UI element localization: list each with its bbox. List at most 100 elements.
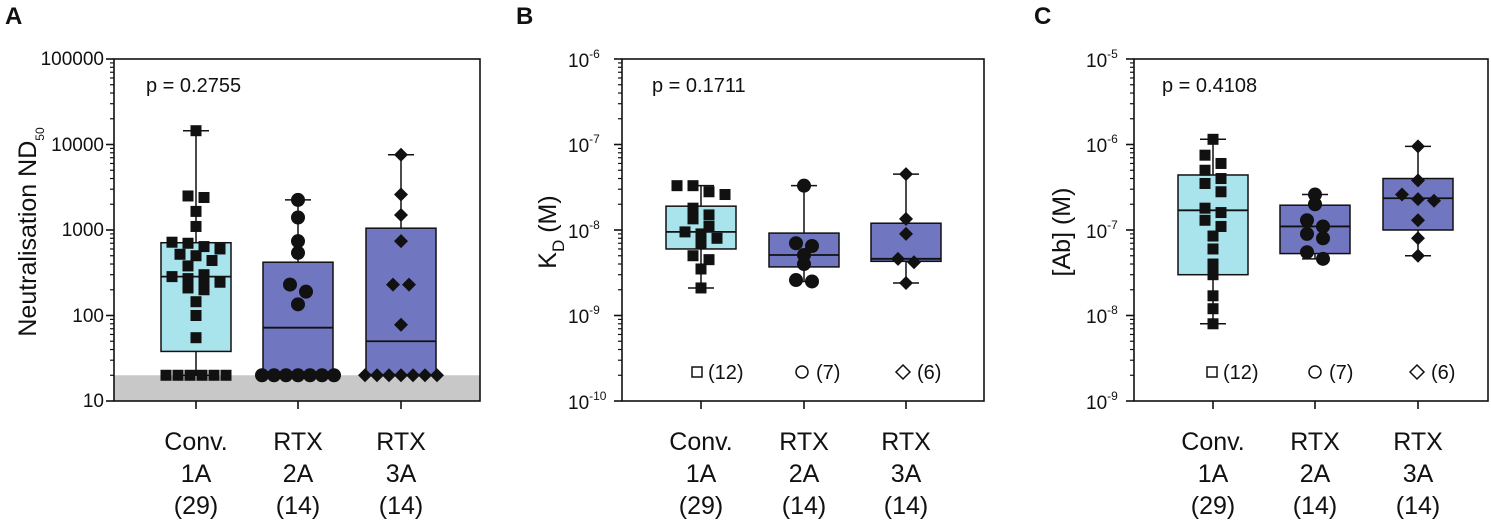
data-point-circle bbox=[789, 273, 803, 288]
x-tick-label: 1A bbox=[181, 460, 212, 488]
data-point-circle bbox=[291, 234, 305, 249]
data-point-square bbox=[174, 248, 186, 260]
data-point-square bbox=[687, 202, 699, 214]
count-label: (12) bbox=[1223, 362, 1259, 384]
data-point-diamond bbox=[370, 368, 384, 383]
data-point-circle bbox=[1300, 226, 1314, 241]
plot-area-b bbox=[614, 58, 985, 409]
count-label: (6) bbox=[917, 362, 941, 384]
data-point-square bbox=[1207, 258, 1219, 270]
data-point-square bbox=[182, 260, 194, 272]
data-point-square bbox=[182, 190, 194, 202]
open-circle-symbol bbox=[1308, 365, 1322, 379]
data-point-square bbox=[1207, 303, 1219, 315]
data-point-square bbox=[184, 369, 196, 381]
data-point-square bbox=[214, 243, 226, 255]
data-point-square bbox=[208, 369, 220, 381]
x-tick-label: (14) bbox=[1293, 492, 1337, 520]
open-square-symbol bbox=[1206, 366, 1218, 378]
panel-letter-a: A bbox=[5, 3, 22, 30]
panel-letter-b: B bbox=[516, 3, 533, 30]
x-tick-label: 1A bbox=[1198, 460, 1229, 488]
data-point-circle bbox=[279, 368, 293, 383]
data-point-diamond bbox=[907, 255, 921, 270]
data-point-circle bbox=[303, 368, 317, 383]
y-tick-label: 10-6 bbox=[1086, 132, 1118, 157]
y-tick-label: 10-7 bbox=[568, 132, 600, 157]
data-point-square bbox=[695, 228, 707, 240]
data-point-diamond bbox=[891, 251, 905, 266]
data-point-square bbox=[1215, 157, 1227, 169]
x-tick-label: (14) bbox=[276, 492, 320, 520]
y-tick-label: 10-9 bbox=[1086, 389, 1118, 414]
data-point-square bbox=[687, 250, 699, 262]
data-point-circle bbox=[797, 257, 811, 272]
y-tick-label: 10-10 bbox=[568, 389, 607, 414]
data-point-square bbox=[198, 269, 210, 281]
x-tick-label: (14) bbox=[782, 492, 826, 520]
y-axis-label-c: [Ab] (M) bbox=[1048, 188, 1076, 277]
y-tick-labels-a: 10 100 1000 10000 100000 bbox=[41, 49, 104, 412]
x-tick-label: Conv. bbox=[1181, 428, 1244, 456]
box-group bbox=[255, 192, 341, 383]
x-labels-a: Conv. 1A (29) RTX 2A (14) RTX 3A (14) bbox=[164, 428, 426, 520]
data-point-circle bbox=[1316, 251, 1330, 266]
data-point-square bbox=[198, 275, 210, 287]
y-tick-label: 10000 bbox=[51, 135, 104, 156]
data-point-square bbox=[182, 273, 194, 285]
y-tick-label: 10-8 bbox=[1086, 303, 1118, 328]
data-point-diamond bbox=[899, 167, 913, 182]
data-point-circle bbox=[291, 192, 305, 207]
data-point-circle bbox=[267, 368, 281, 383]
data-point-square bbox=[206, 254, 218, 266]
open-circle-symbol bbox=[795, 365, 809, 379]
data-point-square bbox=[1207, 133, 1219, 145]
panel-c: C [Ab] (M) 10-9 10-8 10-7 10-6 10-5 p = … bbox=[1034, 3, 1489, 520]
data-point-circle bbox=[1316, 219, 1330, 234]
data-point-square bbox=[1199, 202, 1211, 214]
x-tick-label: 3A bbox=[1403, 460, 1434, 488]
box bbox=[1177, 174, 1249, 276]
open-diamond-symbol bbox=[1408, 363, 1426, 381]
data-point-square bbox=[679, 226, 691, 238]
data-point-square bbox=[695, 282, 707, 294]
box bbox=[870, 222, 942, 263]
data-point-square bbox=[190, 250, 202, 262]
data-point-square bbox=[166, 271, 178, 283]
x-tick-label: 3A bbox=[891, 460, 922, 488]
data-point-square bbox=[695, 263, 707, 275]
data-point-circle bbox=[789, 236, 803, 251]
data-point-circle bbox=[315, 368, 329, 383]
data-point-circle bbox=[1300, 245, 1314, 260]
data-point-square bbox=[214, 276, 226, 288]
data-point-circle bbox=[1316, 231, 1330, 246]
plot-area-a bbox=[106, 58, 481, 409]
data-point-square bbox=[198, 191, 210, 203]
data-point-square bbox=[1215, 173, 1227, 185]
data-point-diamond bbox=[358, 368, 372, 383]
data-point-square bbox=[1207, 290, 1219, 302]
data-point-circle bbox=[291, 245, 305, 260]
y-axis-label-b: KD (M) bbox=[534, 195, 568, 268]
count-label: (7) bbox=[816, 362, 840, 384]
data-point-square bbox=[687, 180, 699, 192]
data-point-square bbox=[190, 220, 202, 232]
data-point-diamond bbox=[899, 275, 913, 290]
data-point-diamond bbox=[418, 368, 432, 383]
count-label: (12) bbox=[708, 362, 744, 384]
x-tick-label: RTX bbox=[1393, 428, 1443, 456]
data-point-diamond bbox=[386, 277, 400, 292]
y-tick-label: 10-7 bbox=[1086, 218, 1118, 243]
open-diamond-symbol bbox=[894, 363, 912, 381]
data-point-circle bbox=[327, 368, 341, 383]
x-tick-label: 1A bbox=[686, 460, 717, 488]
count-label: (6) bbox=[1431, 362, 1455, 384]
data-point-square bbox=[190, 205, 202, 217]
panel-b: B KD (M) 10-10 10-9 10-8 10-7 10-6 p = 0… bbox=[516, 3, 985, 520]
box bbox=[365, 227, 437, 377]
data-point-square bbox=[719, 189, 731, 201]
p-value-a: p = 0.2755 bbox=[146, 75, 241, 97]
p-value-c: p = 0.4108 bbox=[1162, 75, 1257, 97]
plot-area-c bbox=[1126, 58, 1489, 409]
data-point-circle bbox=[291, 297, 305, 312]
